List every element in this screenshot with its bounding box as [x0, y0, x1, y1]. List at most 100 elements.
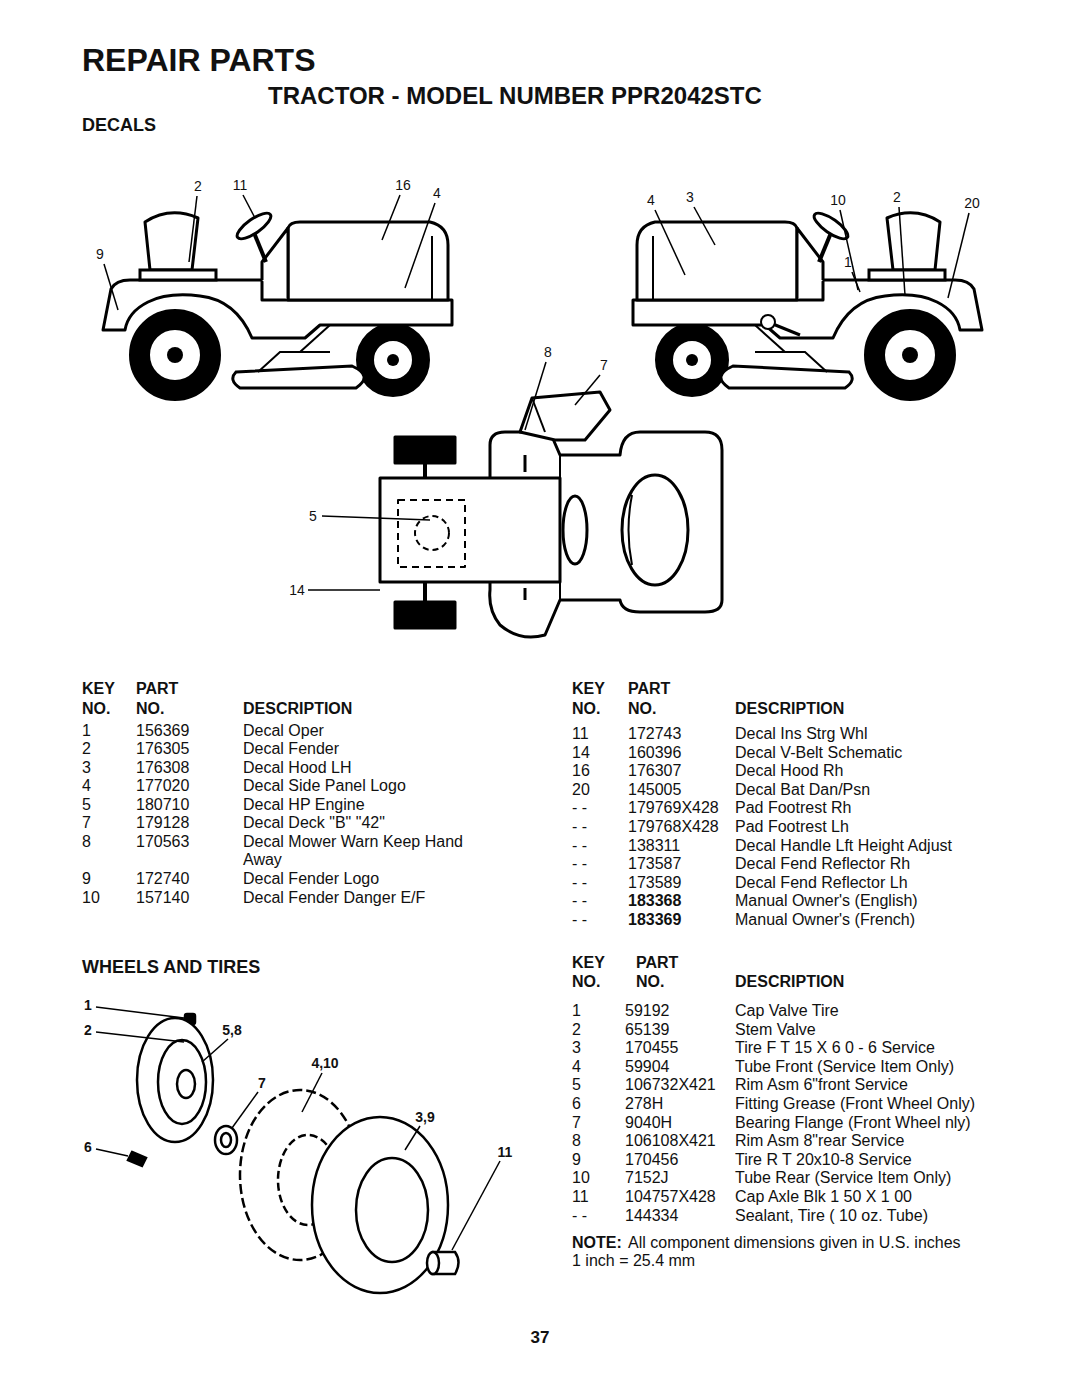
drawing-ellipse: [427, 1252, 439, 1274]
drawing-rect: [380, 478, 560, 582]
part-description: Decal Fender: [243, 740, 339, 758]
part-number: 173587: [628, 855, 681, 873]
drawing-ellipse: [356, 1158, 428, 1262]
callout-number: 2: [893, 189, 901, 205]
drawing-path: [520, 392, 610, 440]
key-number: - -: [572, 1206, 587, 1224]
part-number: 183369: [628, 911, 681, 929]
callout-number: 5: [309, 508, 317, 524]
part-number: 170563: [136, 833, 189, 851]
part-description: Decal Fender Danger E/F: [243, 889, 425, 907]
key-number: 3: [82, 759, 91, 777]
key-number: 5: [572, 1076, 581, 1094]
column-header: PART: [628, 680, 670, 698]
part-description: Rim Asm 8"rear Service: [735, 1132, 904, 1150]
part-description: Decal Ins Strg Whl: [735, 725, 867, 743]
part-number: 172740: [136, 870, 189, 888]
key-number: 9: [82, 870, 91, 888]
wheel-exploded-view: [128, 1014, 459, 1293]
page-number: 37: [531, 1328, 550, 1348]
callout-number: 20: [964, 195, 980, 211]
drawing-ellipse: [622, 475, 688, 585]
callout-number: 3,9: [415, 1109, 434, 1125]
part-description: Pad Footrest Lh: [735, 818, 849, 836]
column-header: NO.: [136, 700, 164, 718]
key-number: 10: [82, 889, 100, 907]
part-number: 278H: [625, 1095, 663, 1113]
column-header: PART: [136, 680, 178, 698]
part-description: Tire R T 20x10-8 Service: [735, 1151, 912, 1169]
part-description: Decal Bat Dan/Psn: [735, 781, 870, 799]
drawing-line: [405, 1126, 420, 1150]
part-number: 172743: [628, 725, 681, 743]
part-number: 179769X428: [628, 799, 719, 817]
key-number: - -: [572, 818, 587, 836]
part-number: 7152J: [625, 1169, 669, 1187]
part-description: Tire F T 15 X 6 0 - 6 Service: [735, 1039, 935, 1057]
part-description: Tube Rear (Service Item Only): [735, 1169, 951, 1187]
note-text: All component dimensions given in U.S. i…: [572, 1234, 967, 1271]
part-description: Cap Valve Tire: [735, 1002, 839, 1020]
part-description: Pad Footrest Rh: [735, 799, 852, 817]
key-number: 4: [572, 1058, 581, 1076]
part-description: Decal Side Panel Logo: [243, 777, 406, 795]
key-number: 2: [82, 740, 91, 758]
part-number: 177020: [136, 777, 189, 795]
part-description: Decal Deck "B" "42": [243, 814, 385, 832]
drawing-line: [405, 203, 435, 288]
drawing-ellipse: [137, 1018, 213, 1142]
column-header: NO.: [572, 700, 600, 718]
part-number: 104757X428: [625, 1188, 716, 1206]
callout-number: 11: [233, 177, 248, 193]
part-description: Manual Owner's (English): [735, 892, 918, 910]
part-description: Decal Fend Reflector Rh: [735, 855, 910, 873]
lift-handle: [761, 315, 800, 335]
part-number: 144334: [625, 1206, 678, 1224]
column-header: NO.: [636, 973, 664, 991]
key-number: - -: [572, 892, 587, 910]
callout-number: 6: [84, 1139, 92, 1155]
section-heading: DECALS: [82, 115, 156, 136]
drawing-line: [243, 195, 255, 218]
drawing-ellipse: [158, 1040, 206, 1124]
key-number: 8: [572, 1132, 581, 1150]
part-description: Fitting Grease (Front Wheel Only): [735, 1095, 975, 1113]
callout-number: 4,10: [311, 1055, 338, 1071]
key-number: - -: [572, 911, 587, 929]
part-number: 170456: [625, 1151, 678, 1169]
drawing-line: [524, 455, 527, 472]
part-number: 65139: [625, 1020, 670, 1038]
drawing-line: [202, 1039, 228, 1062]
callout-number: 10: [830, 192, 846, 208]
drawing-path: [629, 495, 633, 565]
drawing-line: [899, 207, 905, 295]
key-number: 10: [572, 1169, 590, 1187]
drawing-line: [308, 589, 380, 591]
column-header: NO.: [572, 973, 600, 991]
part-description: Cap Axle Blk 1 50 X 1 00: [735, 1188, 912, 1206]
callout-number: 1: [84, 997, 92, 1013]
key-number: 1: [82, 722, 91, 740]
drawing-line: [189, 196, 197, 262]
part-number: 138311: [628, 836, 680, 854]
callout-number: 8: [544, 344, 552, 360]
key-number: 11: [572, 1188, 589, 1206]
key-number: 20: [572, 781, 590, 799]
part-number: 145005: [628, 781, 681, 799]
key-number: 7: [82, 814, 91, 832]
drawing-line: [655, 210, 685, 275]
callout-number: 16: [395, 177, 411, 193]
part-description: Tube Front (Service Item Only): [735, 1058, 954, 1076]
part-description: Decal Fender Logo: [243, 870, 379, 888]
drawing-line: [524, 588, 527, 600]
drawing-line: [423, 582, 427, 602]
part-description: Decal HP Engine: [243, 796, 365, 814]
callout-number: 1: [844, 254, 852, 270]
drawing-line: [96, 1032, 184, 1042]
callout-number: 11: [498, 1144, 513, 1160]
part-description: Decal Handle Lft Height Adjust: [735, 836, 952, 854]
key-number: - -: [572, 855, 587, 873]
key-number: 3: [572, 1039, 581, 1057]
drawing-line: [694, 207, 715, 245]
